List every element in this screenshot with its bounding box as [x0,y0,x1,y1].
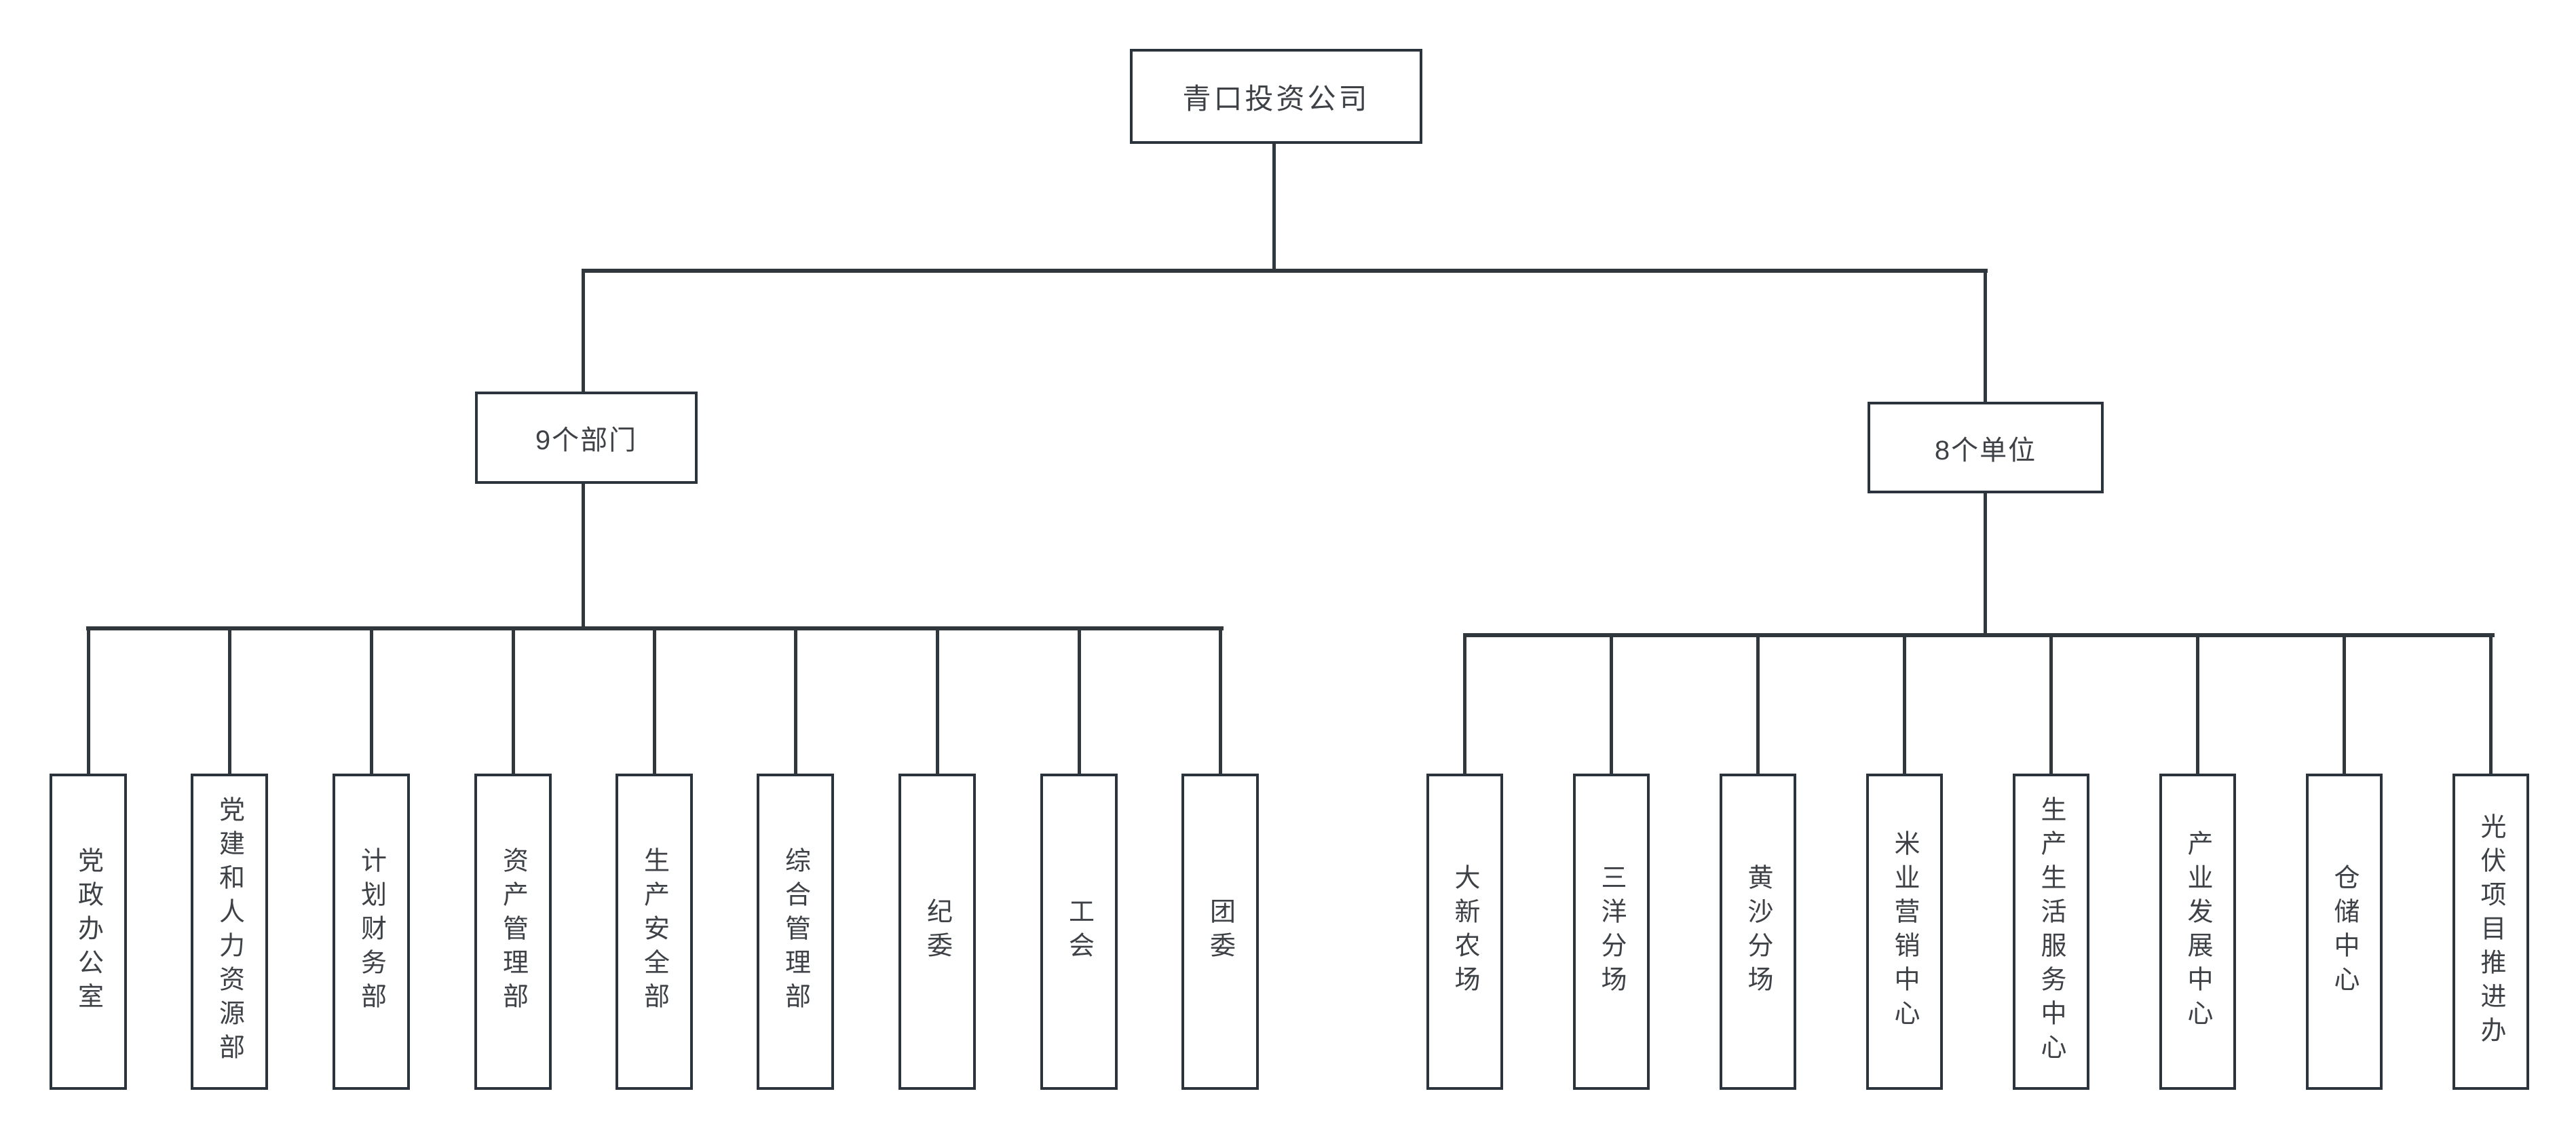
dept-node-9: 团委 [1181,774,1259,1090]
dept-node-7-label: 纪委 [922,898,951,966]
unit-node-7-label: 仓储中心 [2330,864,2358,1000]
connector-leaf-drop [87,626,90,774]
unit-node-3: 黄沙分场 [1720,774,1796,1090]
unit-node-8: 光伏项目推进办 [2452,774,2529,1090]
unit-node-1-label: 大新农场 [1450,864,1479,1000]
connector-leaf-drop [512,626,515,774]
connector-leaf-drop [2049,633,2053,774]
dept-node-4: 资产管理部 [474,774,552,1090]
connector-leaf-drop [228,626,231,774]
connector-leaf-drop [2196,633,2199,774]
dept-node-5-label: 生产安全部 [639,847,668,1017]
connector-leaf-drop [2489,633,2493,774]
connector-left-branch-drop [582,269,585,392]
connector-leaf-drop [1078,626,1081,774]
dept-node-5: 生产安全部 [615,774,693,1090]
dept-node-4-label: 资产管理部 [498,847,527,1017]
dept-node-2-label: 党建和人力资源部 [214,796,244,1067]
unit-node-8-label: 光伏项目推进办 [2476,813,2505,1050]
org-node-departments-group: 9个部门 [475,392,698,484]
unit-node-2-label: 三洋分场 [1597,864,1625,1000]
dept-node-9-label: 团委 [1205,898,1234,966]
unit-node-5-label: 生产生活服务中心 [2037,796,2065,1067]
dept-node-1: 党政办公室 [50,774,127,1090]
connector-left-bus-stem [582,484,585,628]
connector-leaf-drop [1219,626,1222,774]
dept-node-8: 工会 [1040,774,1118,1090]
unit-node-4-label: 米业营销中心 [1890,830,1918,1033]
connector-right-bus-stem [1984,493,1987,636]
connector-leaf-drop [1610,633,1613,774]
connector-split-bar [582,269,1988,273]
dept-node-6-label: 综合管理部 [780,847,810,1017]
unit-node-6-label: 产业发展中心 [2183,830,2212,1033]
connector-right-bus [1463,633,2495,637]
connector-leaf-drop [936,626,939,774]
unit-node-6: 产业发展中心 [2159,774,2236,1090]
connector-leaf-drop [370,626,373,774]
connector-leaf-drop [653,626,656,774]
dept-node-2: 党建和人力资源部 [191,774,268,1090]
unit-node-3-label: 黄沙分场 [1743,864,1772,1000]
connector-leaf-drop [1903,633,1906,774]
unit-node-1: 大新农场 [1426,774,1503,1090]
connector-leaf-drop [794,626,797,774]
connector-leaf-drop [1756,633,1760,774]
dept-node-3: 计划财务部 [333,774,410,1090]
dept-node-8-label: 工会 [1064,898,1093,966]
departments-group-label: 9个部门 [535,425,638,455]
org-node-units-group: 8个单位 [1868,402,2104,493]
connector-leaf-drop [1463,633,1466,774]
unit-node-5: 生产生活服务中心 [2013,774,2089,1090]
dept-node-7: 纪委 [898,774,976,1090]
units-group-label: 8个单位 [1934,435,2037,466]
dept-node-3-label: 计划财务部 [356,847,385,1017]
dept-node-6: 综合管理部 [757,774,834,1090]
dept-node-1-label: 党政办公室 [73,847,102,1017]
connector-root-stem [1272,144,1276,273]
org-node-root-label: 青口投资公司 [1182,82,1370,115]
unit-node-4: 米业营销中心 [1866,774,1943,1090]
connector-leaf-drop [2343,633,2346,774]
connector-right-branch-drop [1984,269,1987,402]
unit-node-7: 仓储中心 [2306,774,2383,1090]
org-node-root: 青口投资公司 [1130,49,1422,144]
unit-node-2: 三洋分场 [1573,774,1650,1090]
